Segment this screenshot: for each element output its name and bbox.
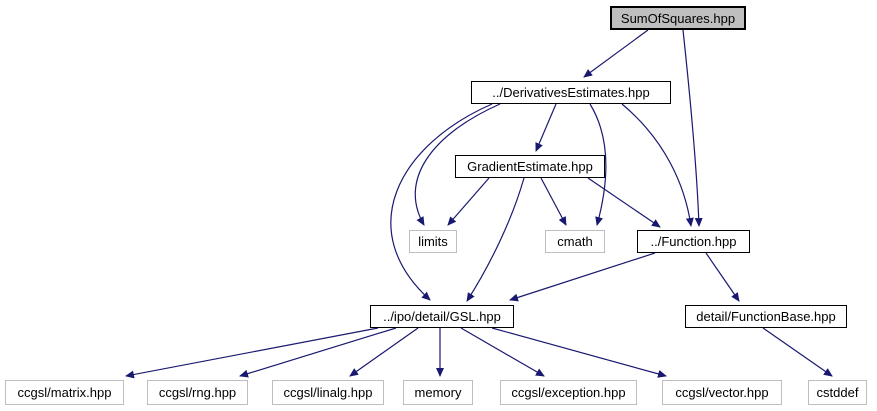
edge-gsl-to-rng: [239, 327, 397, 378]
edge-sumofsquares-to-function: [682, 29, 703, 227]
edge-gradient-to-cmath: [540, 177, 567, 226]
edge-function-to-gsl: [509, 252, 656, 302]
edge-functionbase-to-cstddef: [762, 327, 833, 377]
node-matrix: ccgsl/matrix.hpp: [5, 380, 124, 405]
edge-gradient-to-function: [587, 177, 661, 228]
edge-gsl-to-linalg: [349, 327, 419, 377]
edge-derivatives-to-function: [621, 103, 694, 227]
node-functionbase[interactable]: detail/FunctionBase.hpp: [685, 305, 847, 328]
edge-derivatives-to-cmath: [589, 103, 607, 226]
node-exception: ccgsl/exception.hpp: [500, 380, 637, 405]
dependency-edges: [125, 29, 833, 379]
edge-gradient-to-gsl: [466, 177, 525, 302]
node-vector: ccgsl/vector.hpp: [662, 380, 782, 405]
edge-gsl-to-matrix: [125, 327, 379, 379]
node-function[interactable]: ../Function.hpp: [637, 230, 750, 253]
node-limits: limits: [409, 230, 457, 253]
node-memory: memory: [403, 380, 473, 405]
node-gradient[interactable]: GradientEstimate.hpp: [455, 155, 605, 178]
edge-derivatives-to-limits: [414, 103, 501, 226]
node-cstddef: cstddef: [808, 380, 867, 405]
node-sumofsquares: SumOfSquares.hpp: [610, 6, 746, 30]
edge-gsl-to-exception: [460, 327, 545, 377]
edge-function-to-functionbase: [705, 252, 740, 302]
node-rng: ccgsl/rng.hpp: [147, 380, 248, 405]
edge-sumofsquares-to-derivatives: [583, 29, 649, 78]
edge-derivatives-to-gsl: [390, 103, 493, 301]
node-linalg: ccgsl/linalg.hpp: [272, 380, 384, 405]
edge-derivatives-to-gradient: [535, 103, 557, 152]
node-cmath: cmath: [545, 230, 605, 253]
edge-gsl-to-vector: [491, 327, 667, 378]
node-gsl[interactable]: ../ipo/detail/GSL.hpp: [370, 305, 514, 328]
edge-gradient-to-limits: [447, 177, 490, 226]
node-derivatives[interactable]: ../DerivativesEstimates.hpp: [471, 81, 671, 104]
